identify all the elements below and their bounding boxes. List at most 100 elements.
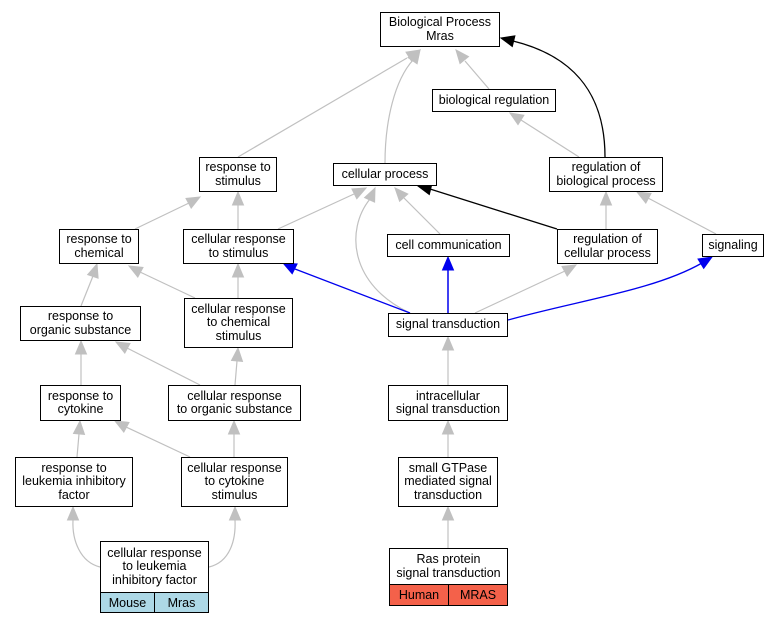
edge-celllif-to-lif-arrowhead: [66, 505, 80, 521]
node-label-line: chemical: [74, 245, 124, 260]
edge-sigtrans-to-cellstim: [294, 268, 411, 314]
node-response-to-chemical[interactable]: response to chemical: [59, 229, 139, 264]
edge-cellchem-to-chemical-arrowhead: [127, 265, 144, 279]
edge-cellcomm-to-cellproc: [403, 197, 441, 235]
species-gene-tags-mouse: Mouse Mras: [100, 592, 209, 613]
node-cellular-process[interactable]: cellular process: [333, 163, 437, 186]
edge-sigtrans-to-cellcomm-arrowhead: [441, 255, 455, 271]
edge-cellcomm-to-cellproc-arrowhead: [394, 187, 409, 203]
node-label-line: cellular response: [107, 545, 202, 560]
node-label-line: cellular process: [341, 166, 429, 181]
edge-signaling-to-regbio-arrowhead: [635, 191, 652, 205]
species-gene-tags-human: Human MRAS: [389, 584, 508, 606]
node-label-line: transduction: [413, 487, 483, 502]
edge-regbio-to-bioreg-arrowhead: [508, 112, 525, 126]
node-label-line: to leukemia: [122, 559, 187, 574]
edge-bioreg-to-bp-arrowhead: [455, 49, 470, 65]
node-response-to-stimulus[interactable]: response to stimulus: [199, 157, 277, 192]
edge-cellproc-to-bp: [384, 59, 414, 164]
node-label-line: cellular response: [191, 232, 286, 246]
node-label-line: Mras: [426, 28, 454, 43]
node-label-line: response to: [47, 309, 114, 323]
edge-cellorg-to-organic-arrowhead: [114, 341, 131, 355]
node-label-line: biological regulation: [438, 92, 550, 107]
node-label-line: organic substance: [29, 322, 132, 337]
edge-cellchem-to-chemical: [139, 271, 196, 299]
node-cellular-response-to-leukemia-inhibitory-factor[interactable]: cellular response to leukemia inhibitory…: [100, 541, 209, 593]
node-cell-communication[interactable]: cell communication: [387, 234, 510, 257]
node-label-line: response to: [205, 160, 271, 174]
node-label-line: Biological Process: [388, 15, 492, 29]
edge-lif-to-cytokine: [76, 433, 80, 458]
node-regulation-of-biological-process[interactable]: regulation of biological process: [549, 157, 663, 192]
gene-tag-mras: Mras: [154, 593, 208, 612]
edge-regbio-to-bp: [512, 40, 606, 158]
edge-cellchem-to-cellstim-arrowhead: [231, 262, 245, 278]
node-label-line: cellular response: [191, 301, 286, 316]
node-label-line: leukemia inhibitory: [22, 474, 126, 489]
edge-organic-to-chemical: [80, 275, 94, 307]
node-label-line: cellular response: [187, 388, 282, 403]
node-label-line: response to: [41, 460, 107, 475]
edge-celllif-to-cellcyt: [208, 519, 236, 568]
node-signaling[interactable]: signaling: [702, 234, 764, 257]
edge-cellorg-to-organic: [126, 347, 201, 386]
node-cellular-response-to-chemical-stimulus[interactable]: cellular response to chemical stimulus: [184, 298, 293, 348]
node-cellular-response-to-organic-substance[interactable]: cellular response to organic substance: [168, 385, 301, 421]
edge-cellstim-to-cellproc: [277, 193, 355, 230]
edge-cellcyt-to-cytokine: [125, 426, 191, 458]
node-label-line: signaling: [708, 237, 758, 252]
node-cellular-response-to-cytokine-stimulus[interactable]: cellular response to cytokine stimulus: [181, 457, 288, 507]
node-response-to-organic-substance[interactable]: response to organic substance: [20, 306, 141, 341]
node-biological-regulation[interactable]: biological regulation: [432, 89, 556, 112]
edge-chemical-to-stimulus-arrowhead: [185, 196, 202, 210]
node-label-line: inhibitory factor: [112, 572, 197, 587]
edge-cellcyt-to-cytokine-arrowhead: [113, 420, 130, 434]
edge-sigtrans-to-regcell-arrowhead: [561, 264, 578, 278]
node-label-line: Ras protein: [416, 552, 481, 566]
node-label-line: stimulus: [215, 328, 262, 343]
edge-regcell-to-regbio-arrowhead: [599, 190, 613, 206]
species-tag-human: Human: [390, 585, 448, 605]
edge-intra-to-sigtrans-arrowhead: [441, 335, 455, 351]
node-label-line: small GTPase: [408, 460, 488, 475]
edge-organic-to-chemical-arrowhead: [86, 262, 99, 279]
edge-cellorg-to-cellchem: [234, 360, 238, 386]
node-label-line: to cytokine: [204, 474, 265, 489]
edge-cellcyt-to-cellorg-arrowhead: [227, 419, 241, 435]
node-label-line: biological process: [556, 173, 656, 188]
node-intracellular-signal-transduction[interactable]: intracellular signal transduction: [388, 385, 508, 421]
node-response-to-cytokine[interactable]: response to cytokine: [40, 385, 121, 421]
edge-cellstim-to-stimulus-arrowhead: [231, 190, 245, 206]
edge-ras-to-small-arrowhead: [441, 505, 455, 521]
node-label-line: signal transduction: [395, 317, 501, 332]
node-label-line: response to: [66, 232, 132, 246]
edge-small-to-intra-arrowhead: [441, 419, 455, 435]
edge-cellstim-to-cellproc-arrowhead: [351, 187, 368, 200]
edge-bioreg-to-bp: [464, 60, 490, 90]
gene-tag-mras-human: MRAS: [448, 585, 507, 605]
node-label-line: cell communication: [395, 237, 502, 252]
node-label-line: cellular process: [564, 245, 651, 260]
node-ras-protein-signal-transduction[interactable]: Ras protein signal transduction: [389, 548, 508, 585]
edge-sigtrans-to-signaling: [507, 262, 703, 321]
node-label-line: to organic substance: [176, 402, 293, 416]
node-small-gtpase-mediated-signal-transduction[interactable]: small GTPase mediated signal transductio…: [398, 457, 498, 507]
node-label-line: signal transduction: [395, 402, 501, 416]
node-signal-transduction[interactable]: signal transduction: [388, 313, 508, 337]
node-label-line: mediated signal: [404, 474, 492, 489]
edge-sigtrans-to-signaling-arrowhead: [697, 256, 714, 270]
node-biological-process-mras[interactable]: Biological Process Mras: [380, 12, 500, 47]
edge-cellorg-to-cellchem-arrowhead: [230, 346, 244, 362]
node-cellular-response-to-stimulus[interactable]: cellular response to stimulus: [183, 229, 294, 264]
node-response-to-leukemia-inhibitory-factor[interactable]: response to leukemia inhibitory factor: [15, 457, 133, 507]
node-label-line: response to: [47, 388, 114, 403]
edge-celllif-to-lif: [72, 519, 101, 568]
node-regulation-of-cellular-process[interactable]: regulation of cellular process: [557, 229, 658, 264]
edge-celllif-to-cellcyt-arrowhead: [228, 505, 242, 521]
edge-regbio-to-bp-arrowhead: [499, 35, 516, 48]
edge-cytokine-to-organic-arrowhead: [74, 339, 88, 355]
edge-sigtrans-to-cellstim-arrowhead: [281, 262, 298, 275]
